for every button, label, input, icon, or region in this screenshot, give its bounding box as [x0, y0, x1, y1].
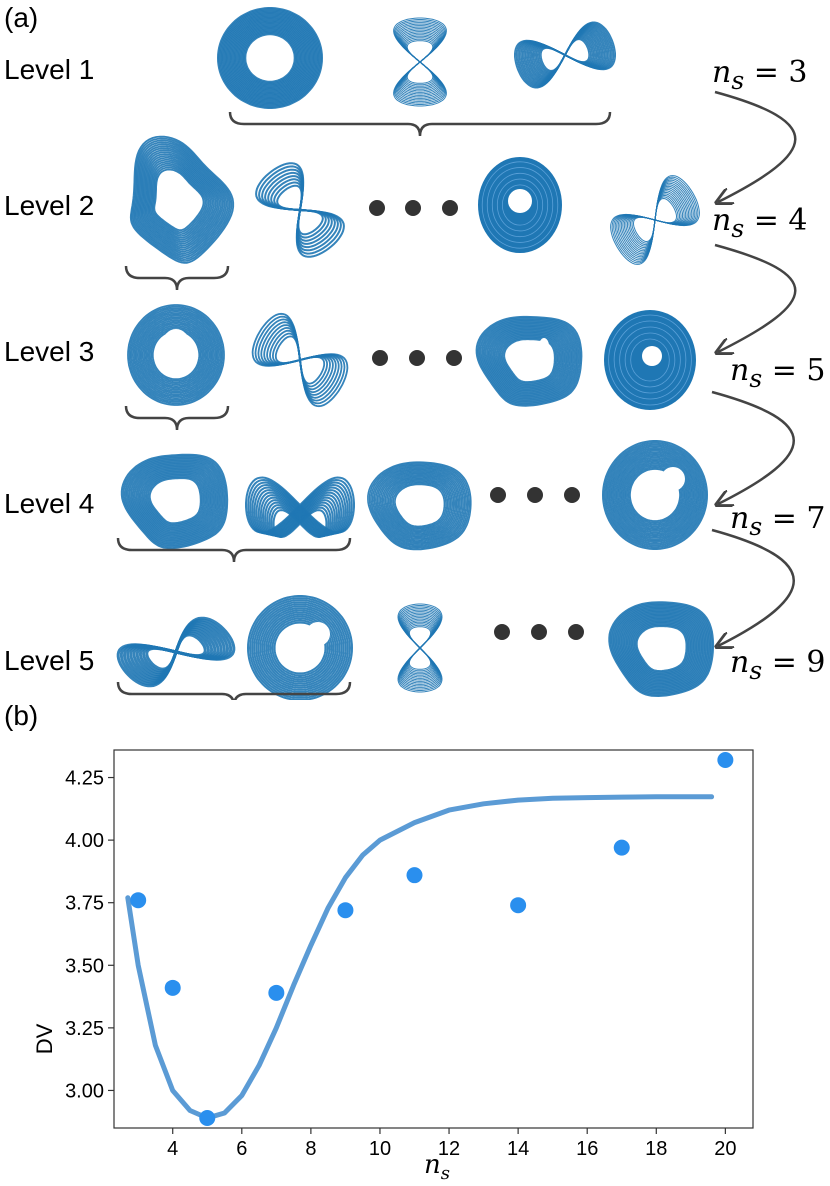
- x-tick-label: 6: [236, 1138, 247, 1160]
- ns-label-3: ns = 5: [730, 353, 826, 393]
- transition-arrow-3: [711, 390, 795, 504]
- level2-attractor-2: [255, 162, 345, 258]
- data-point: [199, 1109, 216, 1126]
- level2-attractor-4: [610, 175, 700, 265]
- level2-attractor-1: [129, 135, 235, 264]
- level4-attractor-1: [120, 453, 229, 550]
- level4-attractor-2: [245, 476, 355, 538]
- level3-attractor-1: [127, 304, 225, 406]
- chart-x-axis-label: ns: [424, 1150, 450, 1185]
- x-tick-label: 10: [369, 1138, 391, 1160]
- ellipsis-dot: [490, 487, 506, 503]
- level1-attractor-2: [393, 17, 447, 107]
- ellipsis-dot: [568, 624, 584, 640]
- transition-arrow-2: [715, 243, 797, 352]
- ellipsis-dot: [405, 200, 421, 216]
- y-tick-label: 3.25: [65, 1018, 104, 1040]
- panel-a-tag: (a): [4, 2, 39, 33]
- transition-arrow-1: [715, 90, 797, 202]
- level4-attractor-4: [601, 440, 709, 550]
- ellipsis-dot: [409, 350, 425, 366]
- y-tick-label: 4.00: [65, 830, 104, 852]
- ellipsis-dot: [531, 624, 547, 640]
- ns-label-4: ns = 7: [730, 501, 826, 541]
- ns-label-2: ns = 4: [712, 203, 808, 243]
- x-tick-label: 18: [645, 1138, 667, 1160]
- level1-brace: [228, 111, 612, 137]
- level-2-label: Level 2: [4, 190, 95, 221]
- fit-curve-line: [125, 794, 715, 1121]
- level-3-label: Level 3: [4, 336, 95, 367]
- ellipsis-dot: [564, 487, 580, 503]
- level-4-label: Level 4: [4, 488, 95, 519]
- y-tick-label: 3.00: [65, 1080, 104, 1102]
- x-tick-label: 16: [576, 1138, 598, 1160]
- level2-attractor-3: [478, 157, 562, 253]
- data-point: [510, 897, 527, 914]
- level5-attractor-1: [116, 616, 236, 688]
- x-tick-label: 14: [507, 1138, 529, 1160]
- level1-attractor-1: [216, 7, 324, 109]
- plot-frame: [113, 749, 754, 1129]
- y-tick-label: 3.75: [65, 893, 104, 915]
- x-tick-label: 8: [305, 1138, 316, 1160]
- panel-b-tag: (b): [4, 700, 39, 731]
- x-tick-label: 4: [167, 1138, 178, 1160]
- level5-attractor-4: [608, 601, 715, 698]
- attractor-hierarchy-diagram: [116, 7, 797, 700]
- level-1-label: Level 1: [4, 54, 95, 85]
- data-point: [337, 902, 354, 919]
- data-point: [406, 867, 423, 884]
- ellipsis-dot: [369, 200, 385, 216]
- ns-label-5: ns = 9: [730, 645, 826, 685]
- y-axis-label: DV: [32, 1023, 57, 1054]
- y-tick-label: 4.25: [65, 768, 104, 790]
- level4-brace: [116, 537, 352, 563]
- x-tick-label: 12: [438, 1138, 460, 1160]
- level-5-label: Level 5: [4, 645, 95, 676]
- level2-brace: [124, 265, 230, 291]
- level3-attractor-3: [475, 315, 583, 407]
- transition-arrow-4: [711, 528, 795, 646]
- ellipsis-dot: [372, 350, 388, 366]
- level1-attractor-3: [514, 21, 616, 89]
- level3-brace: [124, 405, 230, 431]
- level5-brace: [116, 681, 352, 700]
- x-tick-label: 20: [714, 1138, 736, 1160]
- data-point: [130, 892, 147, 909]
- data-point: [613, 839, 630, 856]
- level3-attractor-4: [604, 310, 696, 410]
- level4-attractor-3: [367, 461, 472, 551]
- ellipsis-dot: [494, 624, 510, 640]
- level5-attractor-3: [397, 603, 443, 693]
- ellipsis-dot: [446, 350, 462, 366]
- ns-label-1: ns = 3: [712, 55, 808, 95]
- ellipsis-dot: [527, 487, 543, 503]
- level3-attractor-2: [251, 312, 349, 408]
- ellipsis-dot: [442, 200, 458, 216]
- data-point: [717, 752, 734, 769]
- data-point: [268, 984, 285, 1001]
- data-point: [164, 979, 181, 996]
- y-tick-label: 3.50: [65, 955, 104, 977]
